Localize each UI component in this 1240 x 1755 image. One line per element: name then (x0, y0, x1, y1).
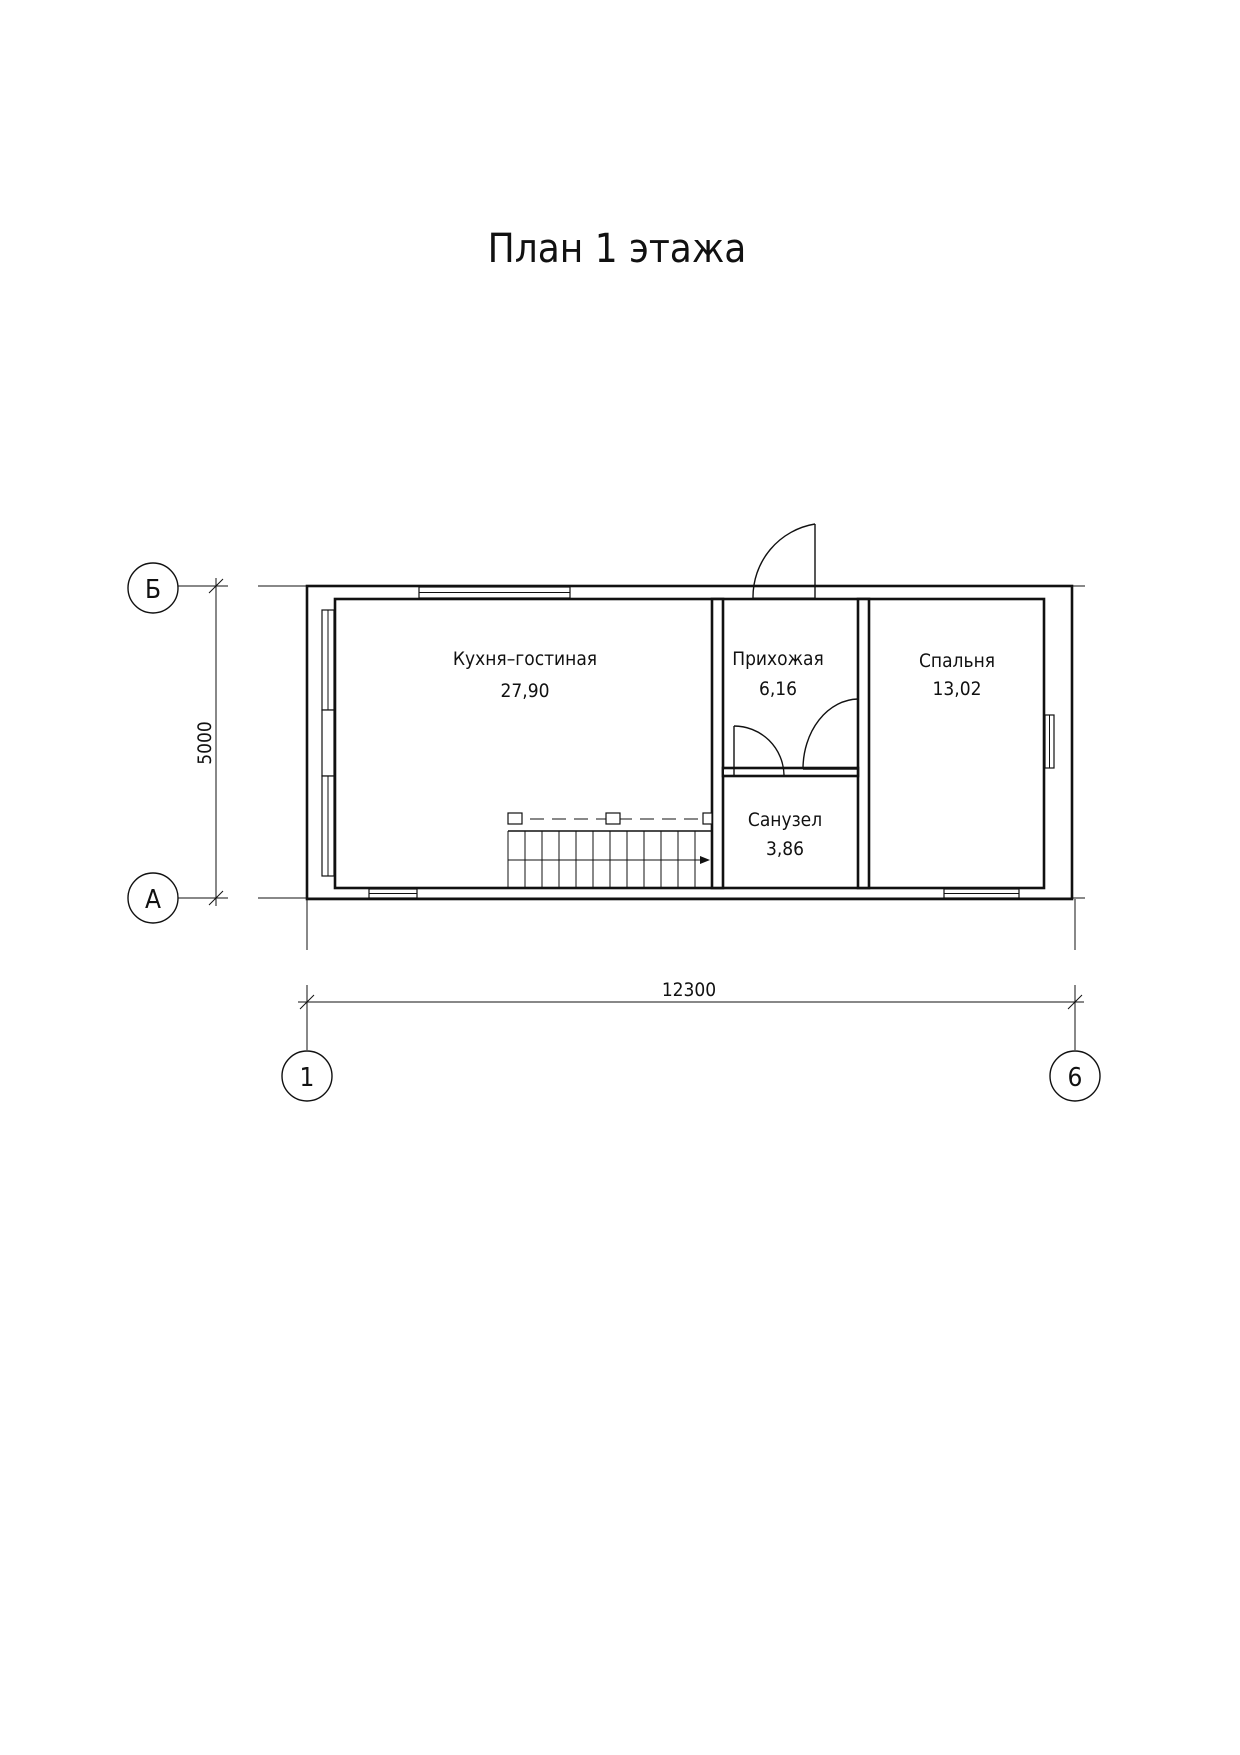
room-name-kitchen-living: Кухня–гостиная (453, 648, 597, 670)
interior-walls (710, 587, 871, 890)
plan-title: План 1 этажа (488, 226, 747, 272)
room-name-bathroom: Санузел (748, 809, 822, 831)
room-name-hallway: Прихожая (732, 648, 824, 670)
room-area-bedroom: 13,02 (933, 678, 982, 700)
room-labels: Кухня–гостиная 27,90 Прихожая 6,16 Спаль… (453, 648, 995, 860)
axis-label-a: А (145, 885, 161, 915)
room-area-bathroom: 3,86 (766, 838, 804, 860)
exterior-walls (305, 584, 1074, 901)
grid-axes: Б А 1 6 (127, 562, 1101, 1102)
axis-label-b: Б (145, 575, 161, 605)
axis-label-6: 6 (1068, 1063, 1083, 1093)
room-area-hallway: 6,16 (759, 678, 797, 700)
dimension-width: 12300 (662, 979, 716, 1001)
dimension-lines: 5000 12300 (194, 578, 1084, 1010)
windows (321, 586, 1055, 899)
dimension-height: 5000 (194, 721, 216, 765)
staircase (507, 812, 713, 888)
room-name-bedroom: Спальня (919, 650, 995, 672)
axis-label-1: 1 (300, 1063, 315, 1093)
room-area-kitchen-living: 27,90 (501, 680, 550, 702)
